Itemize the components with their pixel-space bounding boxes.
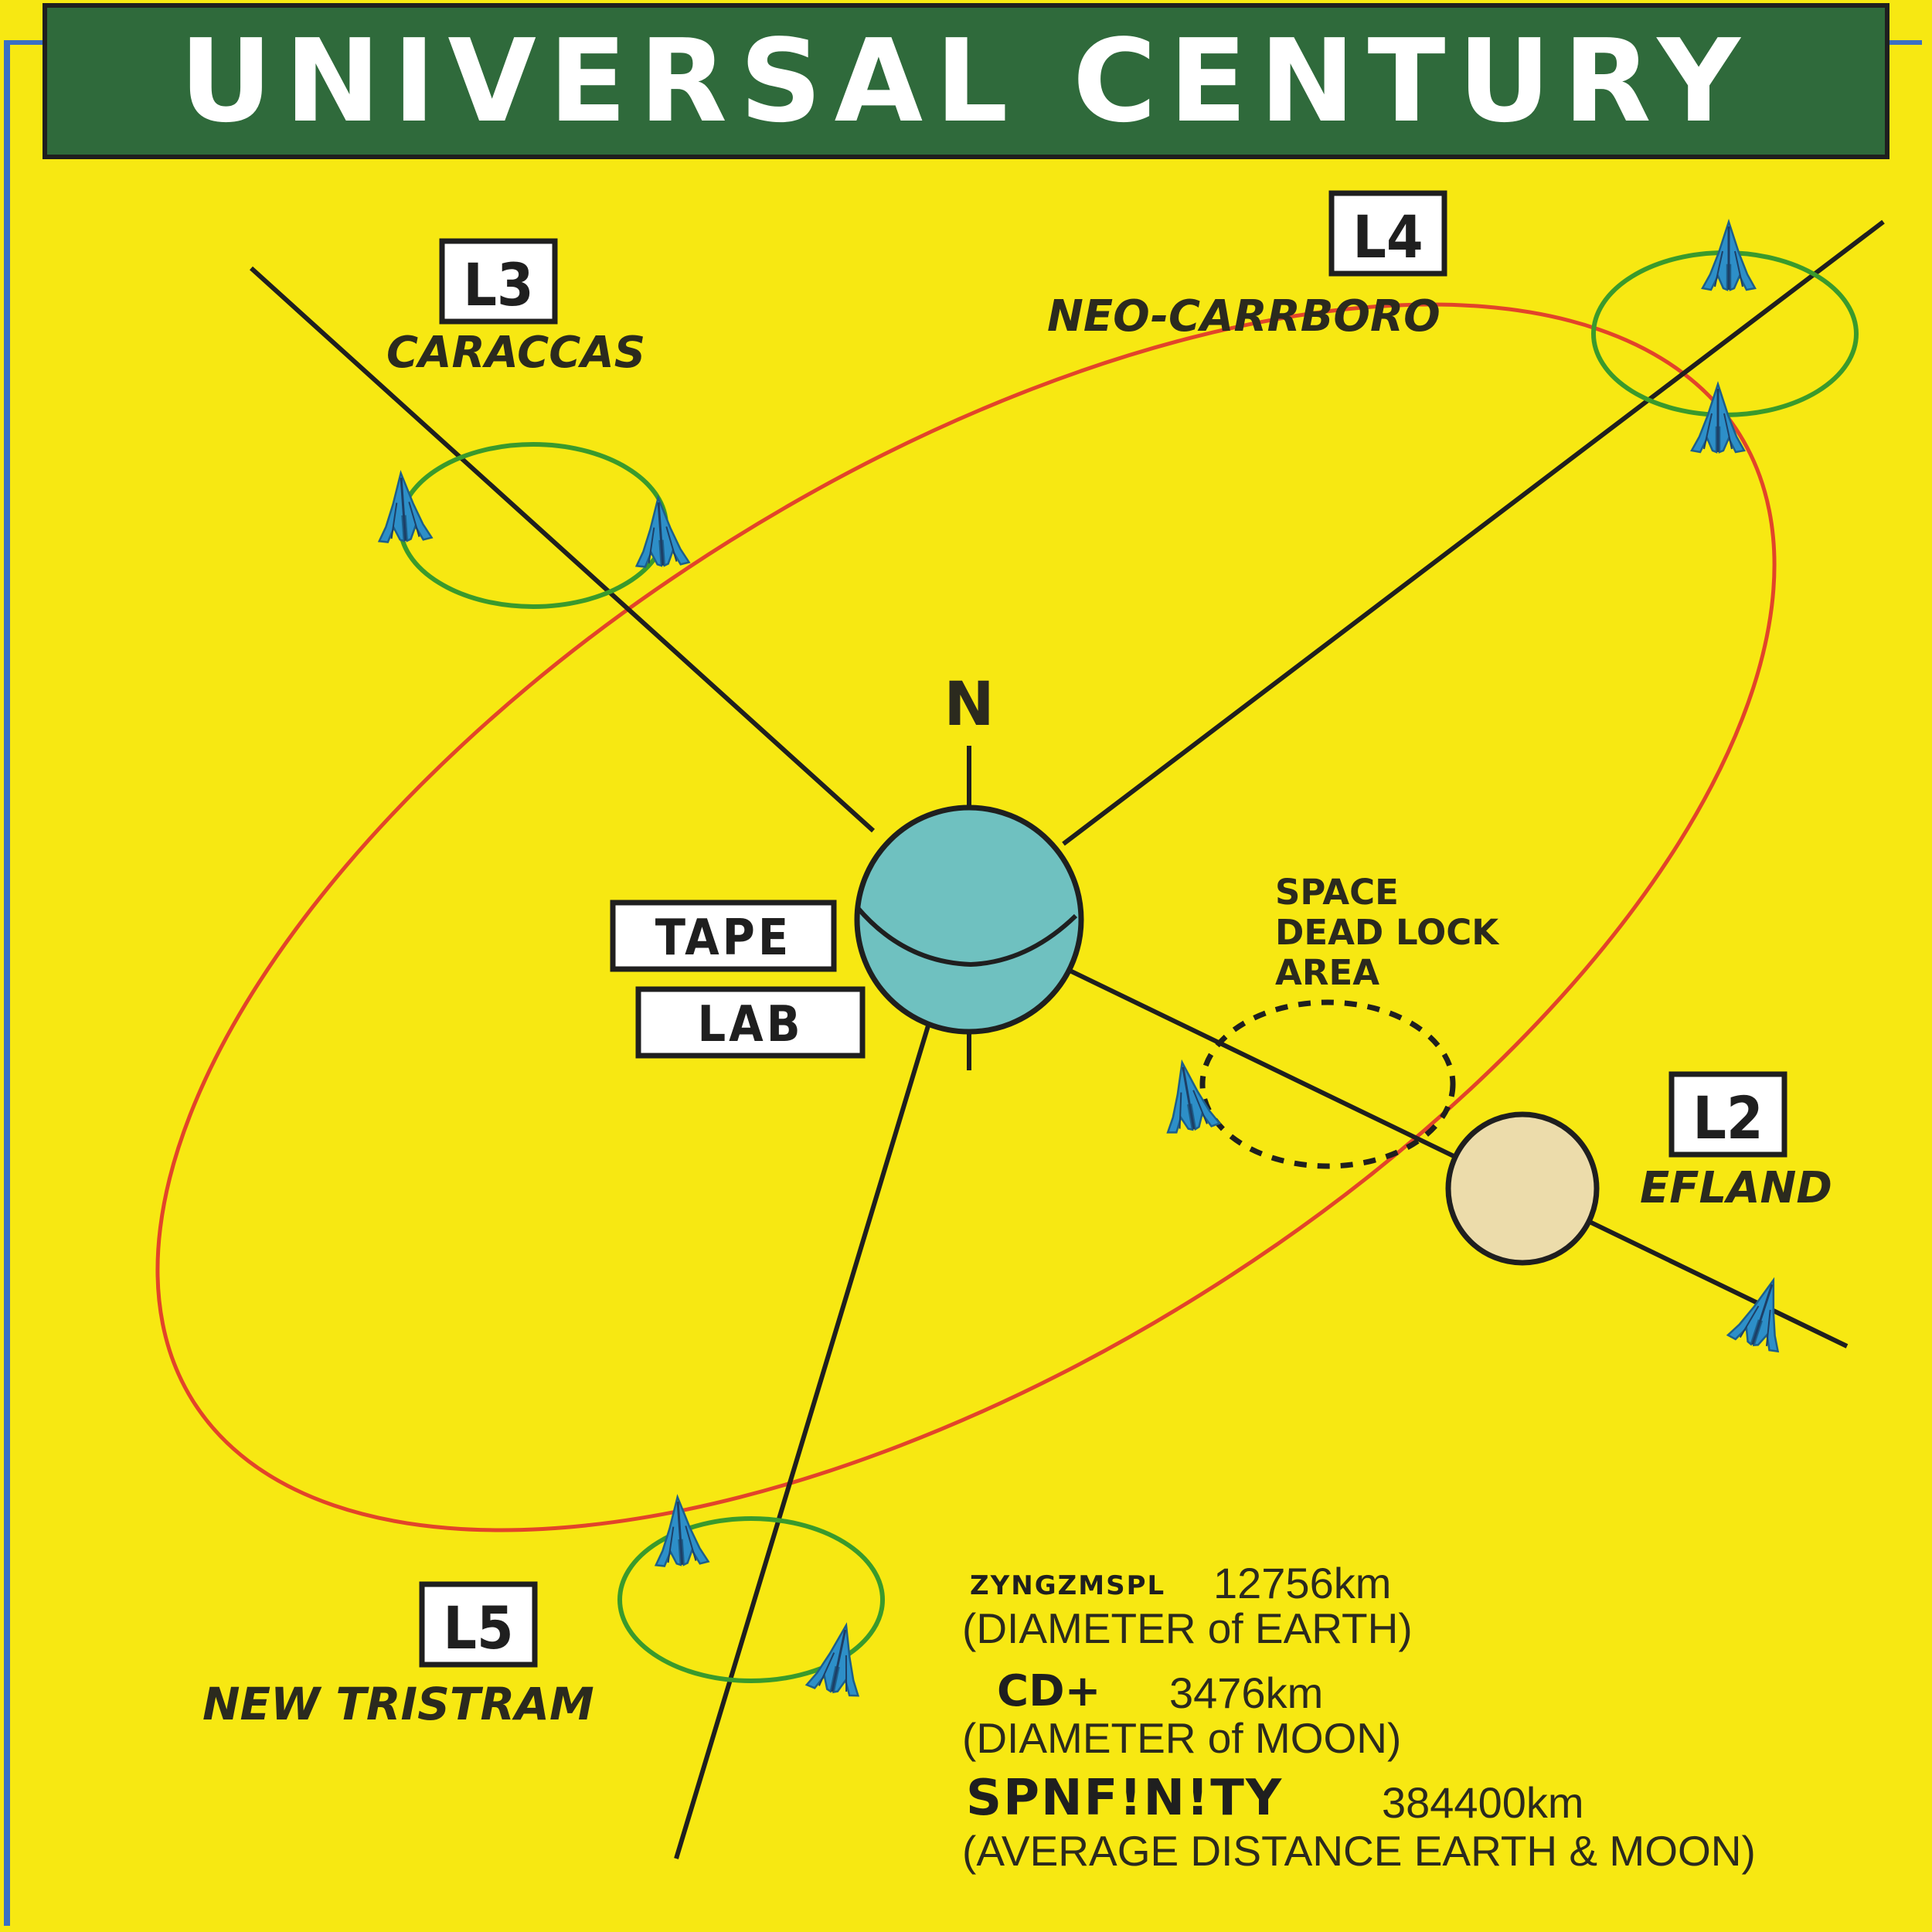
legend-value-earth: 12756km: [1213, 1559, 1391, 1607]
colony-ship-icon: [1726, 1270, 1800, 1355]
lab-box: [635, 986, 866, 1059]
l4-label: L4: [1352, 202, 1423, 271]
colony-ship-icon: [631, 495, 691, 569]
l3-box: [439, 238, 558, 325]
center-label-tape: TAPE: [655, 910, 791, 967]
legend-value-distance: 384400km: [1382, 1778, 1584, 1827]
legend-desc-earth: (DIAMETER of EARTH): [962, 1604, 1413, 1652]
colony-ship-icon: [1155, 1056, 1221, 1135]
l4-box: [1328, 190, 1447, 277]
colony-ring-l5: [617, 1516, 885, 1683]
l5-box: [419, 1581, 538, 1668]
axis-l5: [674, 964, 949, 1859]
colony-ship-icon: [1690, 383, 1746, 454]
l3-place-name: CARACCAS: [386, 328, 645, 378]
compass-north: N: [944, 670, 994, 740]
legend-code-moon: CD+: [997, 1666, 1101, 1716]
legend-code-distance: SPNF!N!TY: [966, 1770, 1283, 1827]
l4-place-name: NEO-CARRBORO: [1047, 291, 1440, 342]
center-label-lab: LAB: [697, 996, 803, 1053]
l5-place-name: NEW TRISTRAM: [202, 1678, 594, 1730]
l2-label: L2: [1692, 1083, 1763, 1152]
l5-label: L5: [443, 1594, 513, 1662]
legend-code-earth: ZYNGZMSPL: [970, 1570, 1165, 1601]
legend: ZYNGZMSPL 12756km (DIAMETER of EARTH) CD…: [962, 1559, 1756, 1875]
legend-value-moon: 3476km: [1169, 1668, 1323, 1717]
dead-lock-area: [1199, 999, 1456, 1169]
dead-lock-line2: DEAD LOCK: [1275, 912, 1500, 953]
earth: [854, 746, 1084, 1070]
diagram-title: UNIVERSAL CENTURY: [179, 15, 1753, 148]
legend-desc-moon: (DIAMETER of MOON): [962, 1714, 1401, 1762]
l3-label: L3: [463, 250, 533, 319]
dead-lock-line1: SPACE: [1275, 872, 1399, 913]
l2-box: [1668, 1071, 1787, 1158]
axis-l3: [249, 266, 876, 833]
title-banner: UNIVERSAL CENTURY: [43, 3, 1889, 159]
colony-ship-icon: [804, 1618, 873, 1699]
axis-l4: [1062, 219, 1885, 846]
legend-desc-distance: (AVERAGE DISTANCE EARTH & MOON): [962, 1827, 1756, 1875]
moon: [1445, 1111, 1600, 1266]
l2-place-name: EFLAND: [1640, 1163, 1832, 1213]
tape-box: [610, 900, 837, 972]
dead-lock-line3: AREA: [1275, 952, 1379, 993]
moon-orbit: [155, 302, 1777, 1532]
